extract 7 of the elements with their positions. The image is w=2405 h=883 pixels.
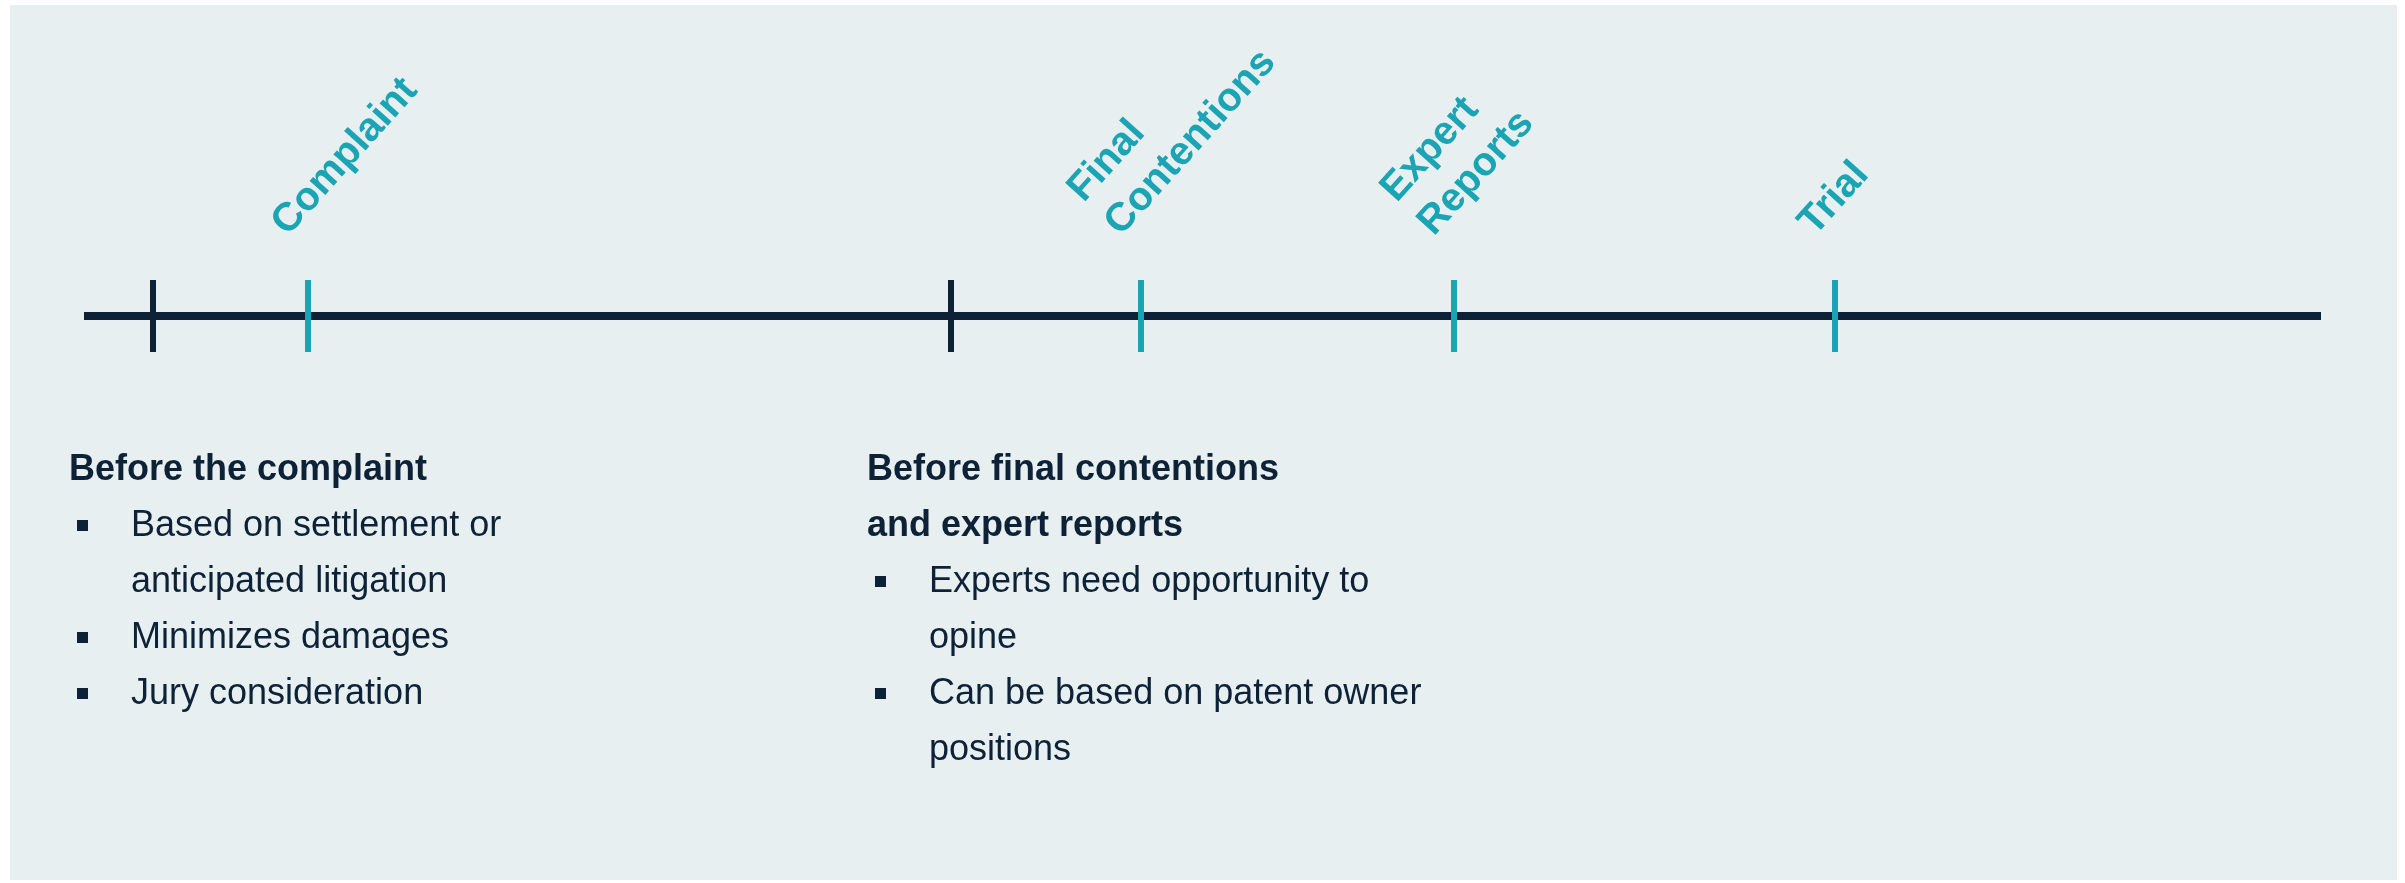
section-heading: Before the complaint xyxy=(69,446,429,490)
bullet-item: Can be based on patent owner positions xyxy=(867,664,1446,776)
section-heading: Before final contentions and expert reports xyxy=(867,446,1281,546)
bullet-item: Based on settlement or anticipated litigation xyxy=(69,496,573,608)
bullet-item: Minimizes damages xyxy=(69,608,573,664)
bullet-item: Experts need opportunity to opine xyxy=(867,552,1446,664)
bullet-item: Jury consideration xyxy=(69,664,573,720)
